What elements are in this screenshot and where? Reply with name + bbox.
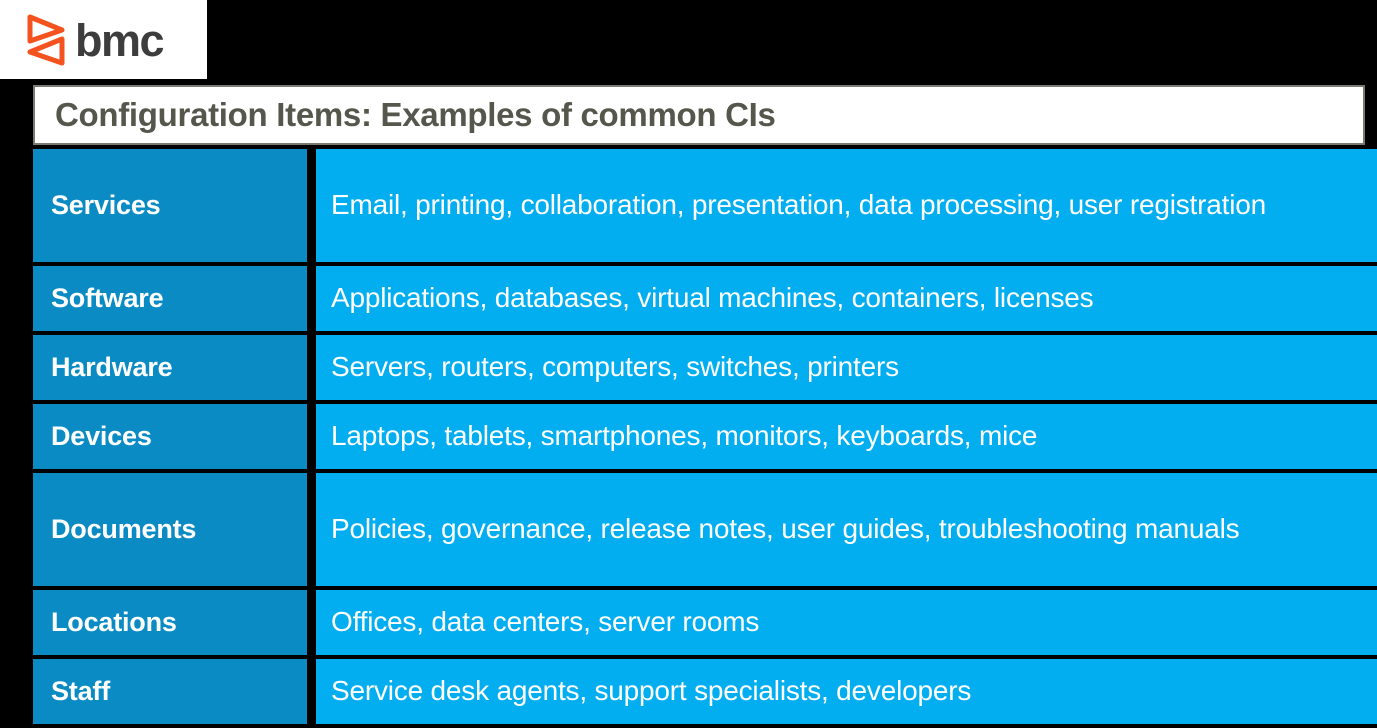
row-examples-locations: Offices, data centers, server rooms	[316, 590, 1377, 655]
configuration-items-table: Configuration Items: Examples of common …	[33, 85, 1377, 728]
table-row: Devices Laptops, tablets, smartphones, m…	[33, 404, 1377, 469]
row-category-software: Software	[33, 266, 307, 331]
table-body: Services Email, printing, collaboration,…	[33, 149, 1377, 724]
row-category-staff: Staff	[33, 659, 307, 724]
table-row: Locations Offices, data centers, server …	[33, 590, 1377, 655]
table-row: Hardware Servers, routers, computers, sw…	[33, 335, 1377, 400]
row-examples-software: Applications, databases, virtual machine…	[316, 266, 1377, 331]
table-row: Services Email, printing, collaboration,…	[33, 149, 1377, 262]
row-category-locations: Locations	[33, 590, 307, 655]
table-row: Software Applications, databases, virtua…	[33, 266, 1377, 331]
table-row: Documents Policies, governance, release …	[33, 473, 1377, 586]
row-examples-staff: Service desk agents, support specialists…	[316, 659, 1377, 724]
table-row: Staff Service desk agents, support speci…	[33, 659, 1377, 724]
row-category-services: Services	[33, 149, 307, 262]
table-header: Configuration Items: Examples of common …	[33, 85, 1365, 145]
bmc-double-chevron-icon	[27, 14, 65, 65]
row-examples-devices: Laptops, tablets, smartphones, monitors,…	[316, 404, 1377, 469]
page-title: Configuration Items: Examples of common …	[55, 96, 776, 133]
brand-wordmark: bmc	[75, 15, 165, 66]
row-examples-services: Email, printing, collaboration, presenta…	[316, 149, 1377, 262]
row-category-devices: Devices	[33, 404, 307, 469]
row-examples-hardware: Servers, routers, computers, switches, p…	[316, 335, 1377, 400]
brand-logo: bmc	[0, 0, 207, 79]
row-category-hardware: Hardware	[33, 335, 307, 400]
row-category-documents: Documents	[33, 473, 307, 586]
row-examples-documents: Policies, governance, release notes, use…	[316, 473, 1377, 586]
